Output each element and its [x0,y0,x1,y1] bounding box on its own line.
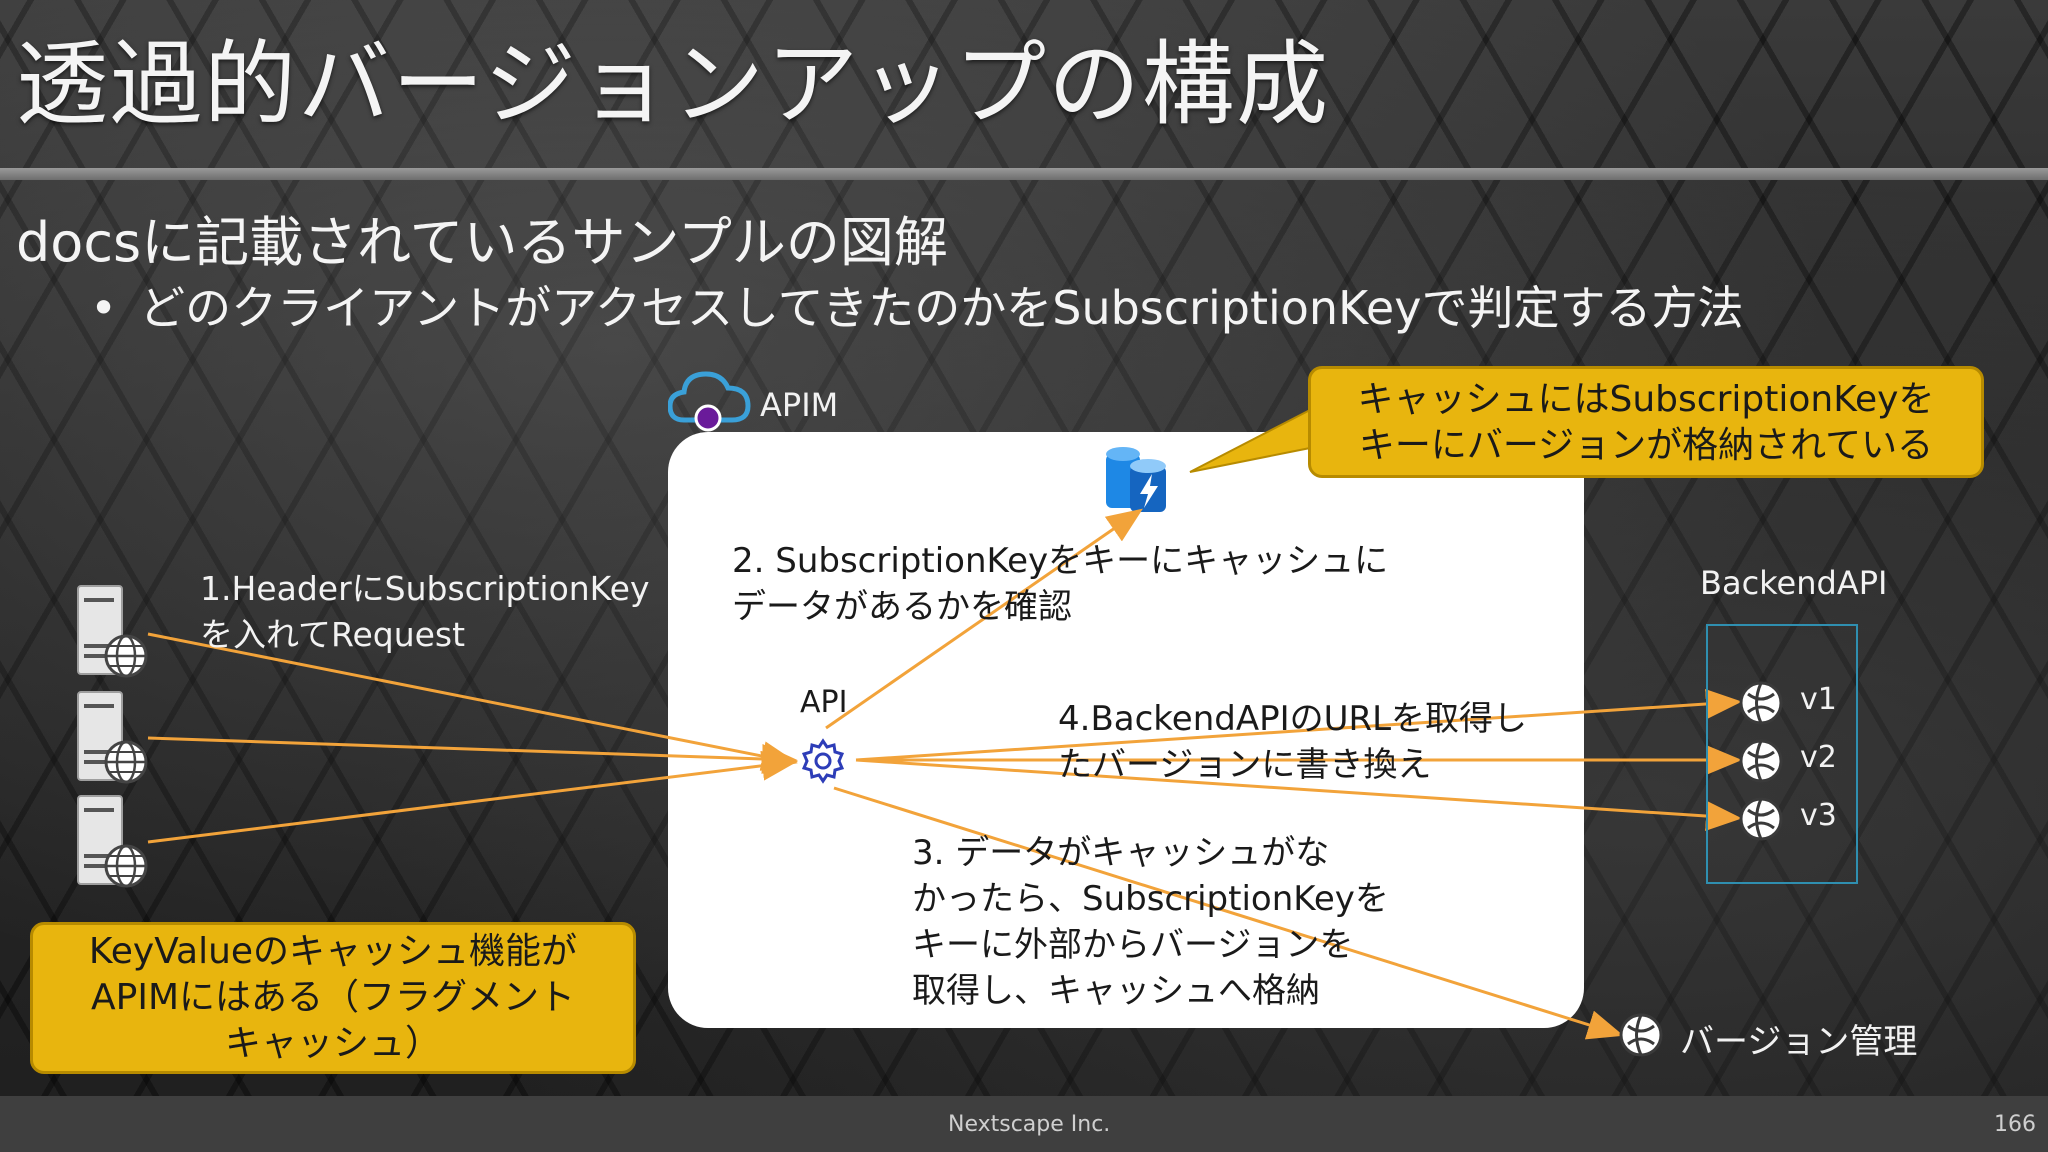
server-globe-icon [74,794,150,894]
arrow-api-v3 [855,758,1742,831]
step2-text: 2. SubscriptionKeyをキーにキャッシュに データがあるかを確認 [732,538,1388,630]
step3-line2: かったら、SubscriptionKeyを [912,879,1389,919]
slide-title: 透過的バージョンアップの構成 [16,31,1331,138]
callout-pointer [1189,408,1311,473]
callout-cache-line1: キャッシュにはSubscriptionKeyを [1357,379,1935,420]
api-label: API [800,685,848,720]
step4-line2: たバージョンに書き換え [1058,745,1432,785]
arrow-client3-api [147,750,798,844]
backend-api-group [1706,624,1858,884]
version-v2-label: v2 [1800,740,1837,775]
backend-api-label: BackendAPI [1700,564,1888,602]
step1-line2: を入れてRequest [200,615,466,654]
bullet-text: どのクライアントがアクセスしてきたのかをSubscriptionKeyで判定する… [139,281,1744,335]
arrow-api-version-mgmt [833,786,1624,1040]
step4-line1: 4.BackendAPIのURLを取得し [1058,699,1528,739]
step2-line2: データがあるかを確認 [732,587,1072,627]
step3-text: 3. データがキャッシュがな かったら、SubscriptionKeyを キーに… [912,830,1389,1014]
footer-company: Nextscape Inc. [948,1112,1111,1137]
cache-database-icon [1104,444,1170,518]
title-divider [0,168,2048,180]
step3-line4: 取得し、キャッシュへ格納 [912,971,1320,1011]
web-app-icon [1738,680,1784,730]
callout-keyvalue-line3: キャッシュ） [224,1023,441,1064]
version-v3-label: v3 [1800,798,1837,833]
callout-cache: キャッシュにはSubscriptionKeyを キーにバージョンが格納されている [1308,366,1984,478]
callout-keyvalue-line2: APIMにはある（フラグメント [90,977,575,1018]
version-management-label: バージョン管理 [1680,1022,1918,1062]
step1-line1: 1.HeaderにSubscriptionKey [200,569,650,608]
bullet-marker: • [90,281,118,335]
step4-text: 4.BackendAPIのURLを取得し たバージョンに書き換え [1058,696,1527,788]
web-app-icon [1618,1012,1664,1062]
arrow-api-v1 [855,689,1742,762]
gear-icon [800,738,846,788]
callout-keyvalue: KeyValueのキャッシュ機能が APIMにはある（フラグメント キャッシュ） [30,922,636,1074]
server-globe-icon [74,584,150,684]
step2-line1: 2. SubscriptionKeyをキーにキャッシュに [732,541,1389,581]
step3-line1: 3. データがキャッシュがな [912,833,1330,873]
bullet-item: • どのクライアントがアクセスしてきたのかをSubscriptionKeyで判定す… [90,272,1743,338]
arrow-client2-api [147,736,798,774]
server-globe-icon [74,690,150,790]
page-number: 166 [1994,1112,2036,1137]
slide-subtitle: docsに記載されているサンプルの図解 [16,211,948,274]
web-app-icon [1738,796,1784,846]
footer-bar [0,1096,2048,1152]
arrow-api-cache [825,508,1143,730]
step1-text: 1.HeaderにSubscriptionKey を入れてRequest [200,566,650,658]
arrow-client1-api [147,632,798,771]
step3-line3: キーに外部からバージョンを [912,925,1354,965]
cloud-gateway-icon [667,366,752,440]
version-v1-label: v1 [1800,682,1837,717]
callout-cache-line2: キーにバージョンが格納されている [1358,425,1934,466]
apim-label: APIM [760,386,839,424]
callout-keyvalue-line1: KeyValueのキャッシュ機能が [88,931,578,972]
web-app-icon [1738,738,1784,788]
